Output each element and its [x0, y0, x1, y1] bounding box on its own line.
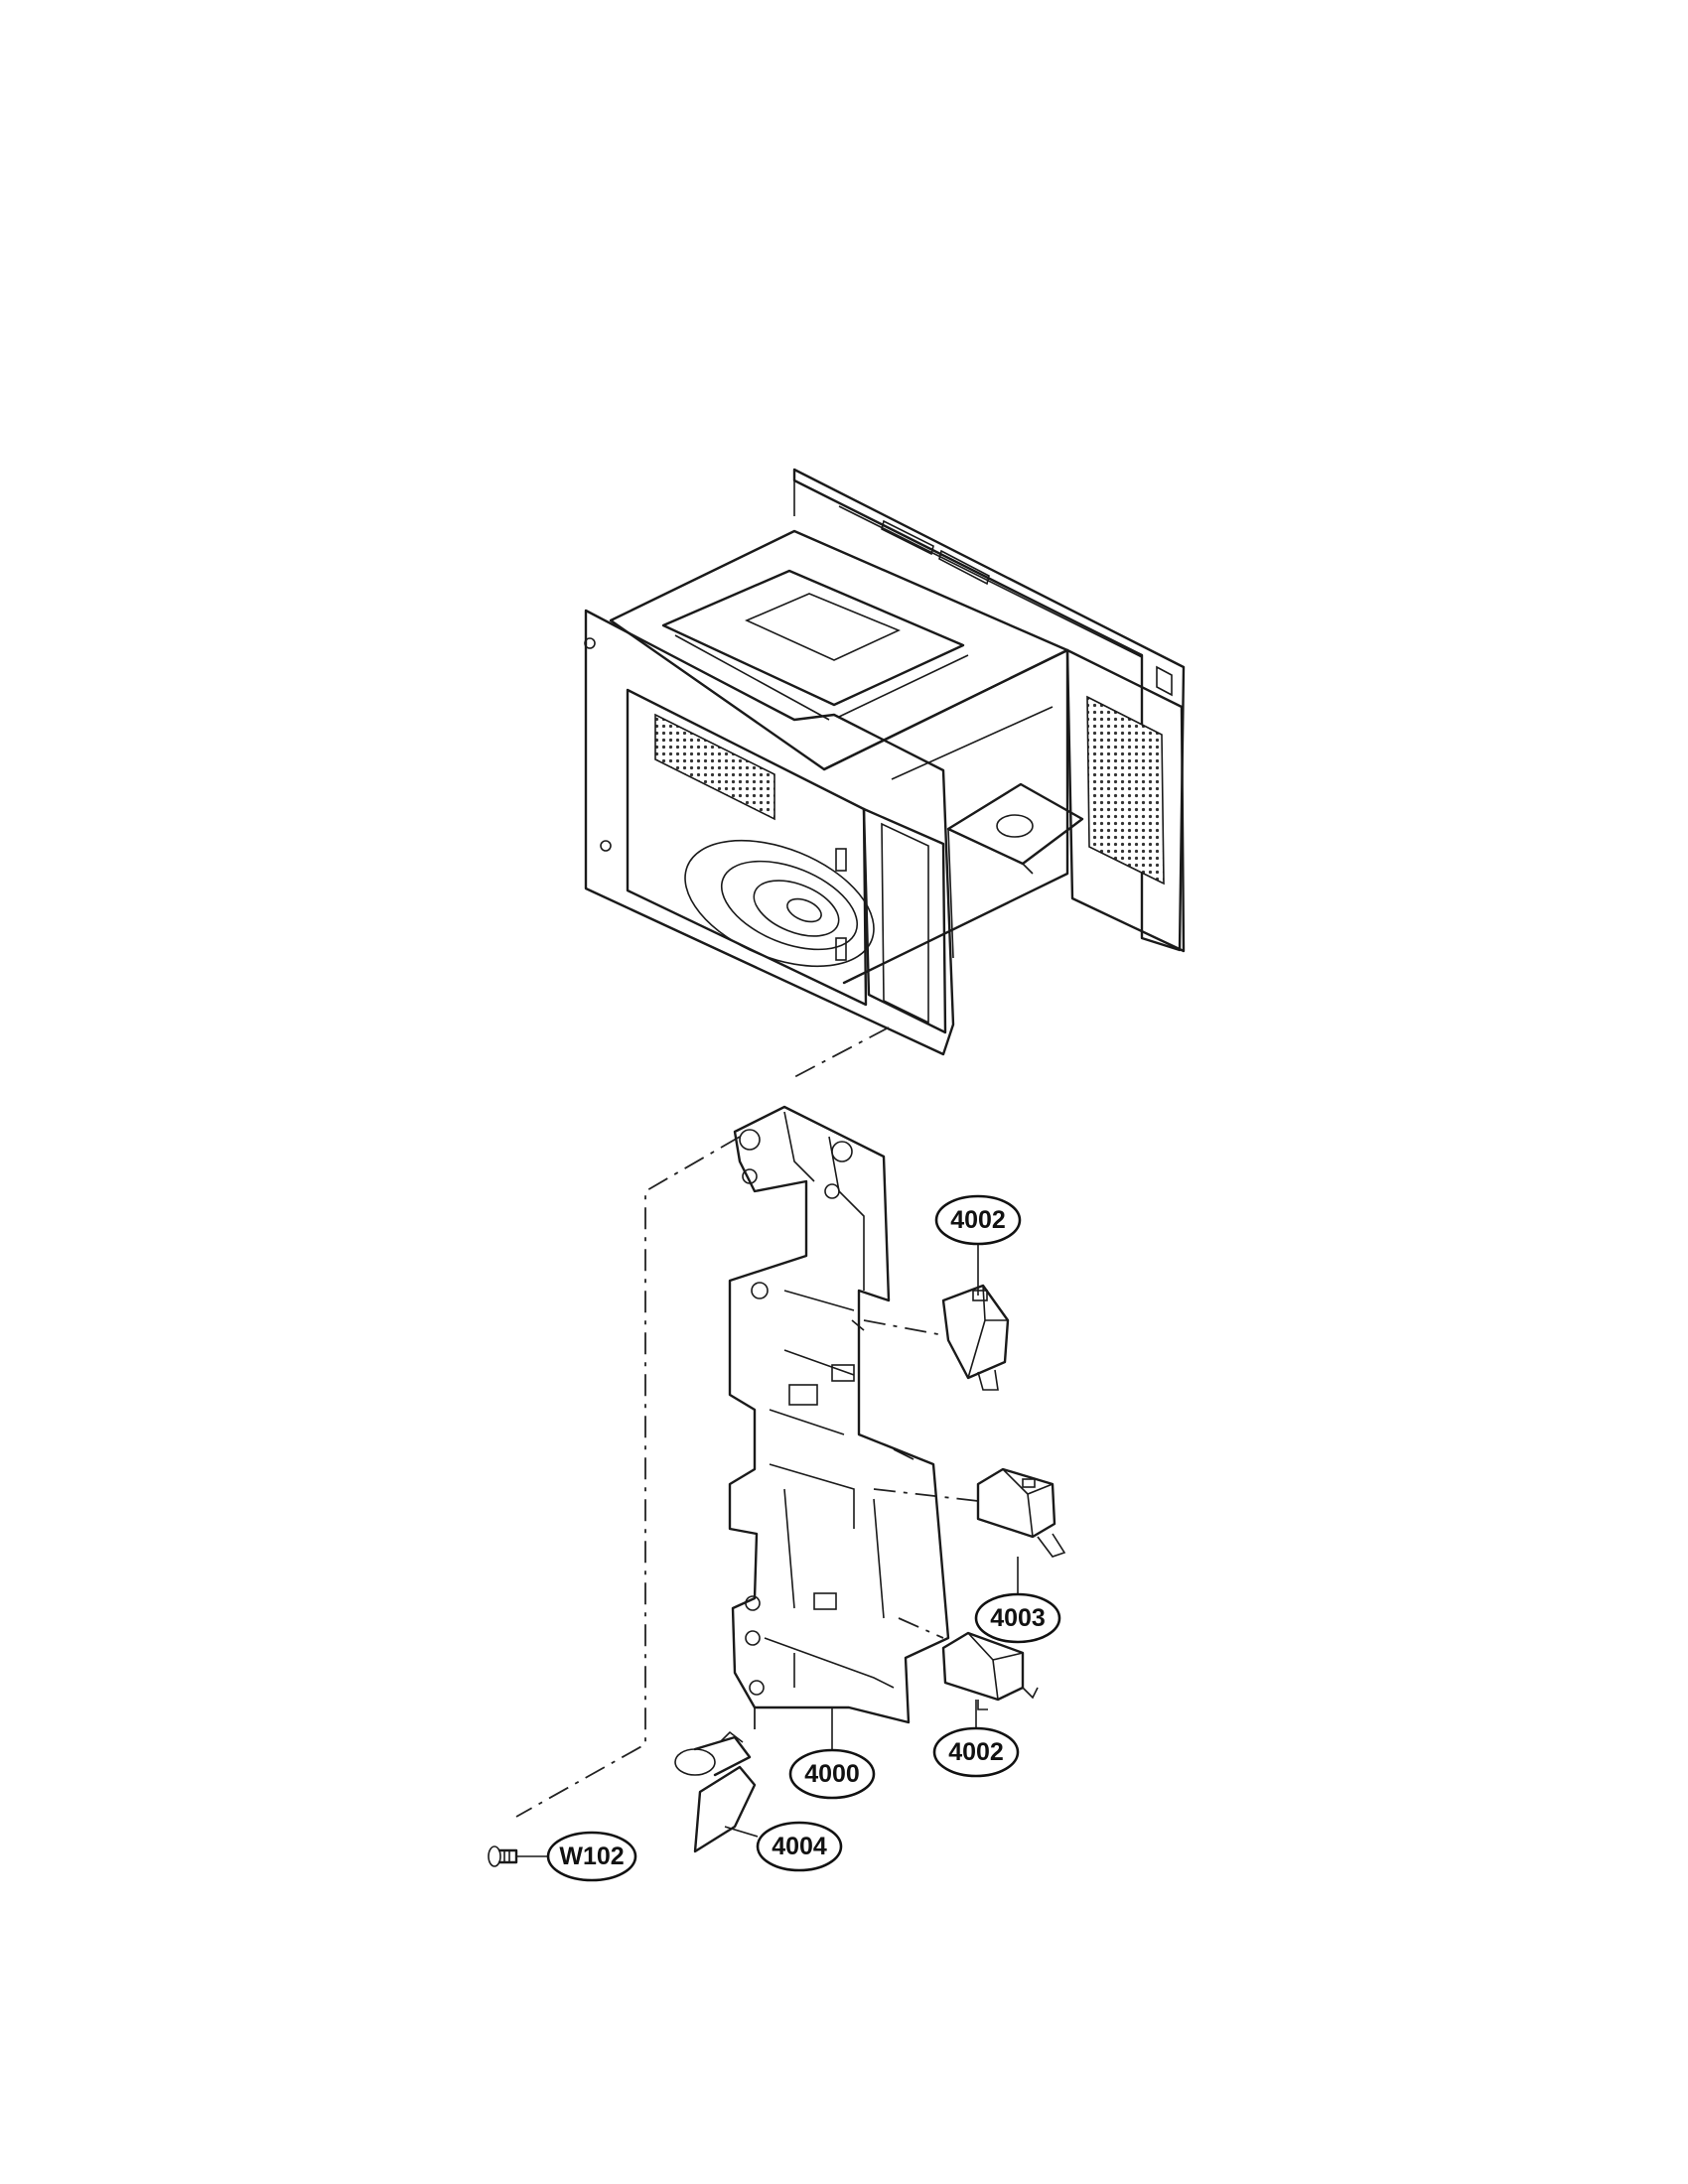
part-number-4000: 4000 — [804, 1760, 860, 1788]
callout-4002-lower: 4002 — [932, 1726, 1020, 1778]
part-number-4002: 4002 — [948, 1738, 1004, 1766]
micro-switch-lower — [941, 1631, 1039, 1710]
callout-4003: 4003 — [974, 1592, 1061, 1644]
micro-switch-middle — [976, 1467, 1066, 1558]
part-number-4004: 4004 — [772, 1833, 827, 1860]
door-latch-board — [728, 1105, 950, 1724]
part-number-4002: 4002 — [950, 1206, 1006, 1234]
micro-switch-upper — [941, 1284, 1010, 1391]
callout-4000: 4000 — [788, 1748, 876, 1800]
part-number-4003: 4003 — [990, 1604, 1046, 1632]
callout-4004: 4004 — [756, 1821, 843, 1872]
oven-cavity-assembly — [584, 468, 1186, 1056]
screw-w102 — [488, 1845, 518, 1867]
callout-leaders — [516, 1245, 1019, 1857]
assembly-leader-lines — [515, 1026, 979, 1818]
part-number-w102: W102 — [559, 1843, 624, 1870]
callout-4002-upper: 4002 — [934, 1194, 1022, 1246]
latch-lever — [674, 1730, 757, 1853]
callout-w102: W102 — [546, 1831, 637, 1882]
